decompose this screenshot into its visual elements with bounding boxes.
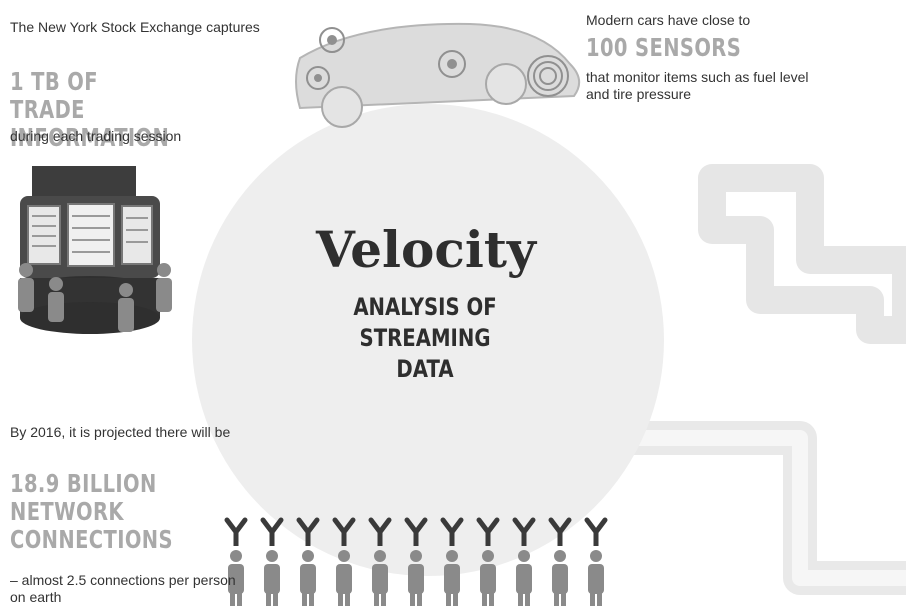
hub-subtitle: ANALYSIS OF STREAMING DATA — [353, 293, 497, 383]
network-stat: 18.9 BILLION NETWORK CONNECTIONS — [10, 469, 173, 554]
person-figure — [584, 517, 608, 606]
person-figure — [512, 517, 536, 606]
nyse-stat: 1 TB OF TRADE INFORMATION — [10, 67, 170, 152]
person-figure — [476, 517, 500, 606]
person-figure — [296, 517, 320, 606]
person-figure — [224, 517, 248, 606]
connector-pipe — [600, 421, 906, 595]
nyse-outro: during each trading session — [10, 128, 182, 144]
person-figure — [548, 517, 572, 606]
nyse-intro: The New York Stock Exchange captures — [10, 19, 260, 35]
network-intro: By 2016, it is projected there will be — [10, 424, 231, 440]
connector-pipe-inner — [600, 430, 906, 586]
person-figure — [260, 517, 284, 606]
stock-exchange-building-icon — [18, 166, 172, 334]
network-outro: – almost 2.5 connections per person on e… — [10, 572, 236, 605]
sensor-ring — [306, 27, 569, 97]
hub-title: Velocity — [316, 220, 536, 279]
cars-stat: 100 SENSORS — [586, 33, 742, 62]
puzzle-shape — [698, 164, 906, 344]
cars-intro: Modern cars have close to — [586, 12, 751, 28]
person-figure — [332, 517, 356, 606]
person-figure — [440, 517, 464, 606]
person-figure — [368, 517, 392, 606]
hub-circle — [192, 104, 664, 576]
car-sensors-icon — [295, 22, 581, 128]
connected-people-icon — [224, 517, 608, 606]
person-figure — [404, 517, 428, 606]
cars-outro: that monitor items such as fuel level an… — [586, 69, 809, 102]
